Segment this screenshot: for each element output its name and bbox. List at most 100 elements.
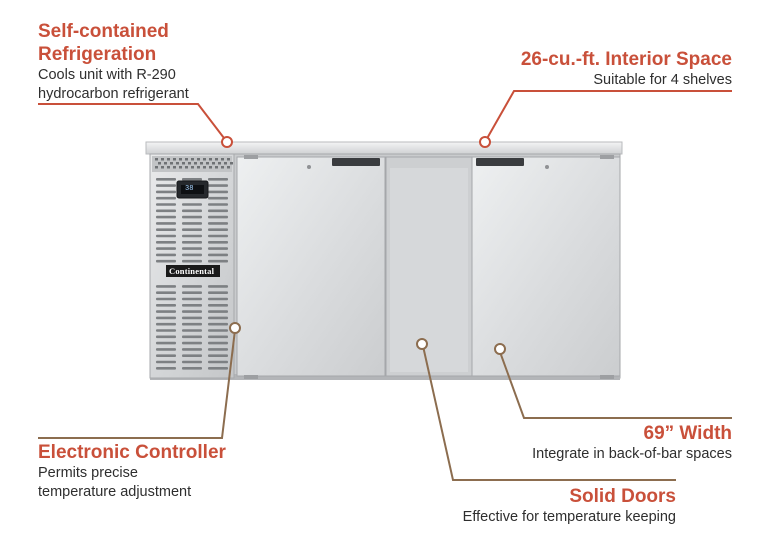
louver-slot — [182, 222, 202, 225]
louver-slot — [156, 335, 176, 339]
brand-logo: Continental — [169, 266, 215, 276]
vent-hole — [221, 158, 224, 161]
vent-hole — [191, 158, 194, 161]
louver-slot — [208, 253, 228, 257]
right-door — [471, 155, 621, 379]
louver-slot — [156, 196, 176, 200]
vent-hole — [188, 162, 191, 165]
louver-slot — [208, 304, 228, 307]
louver-slot — [208, 259, 228, 263]
callout-marker-doors — [416, 338, 428, 350]
louver-slot — [182, 291, 202, 294]
callout-controller: Electronic Controller Permits precise te… — [38, 441, 226, 502]
louver-slot — [208, 316, 228, 320]
vent-hole — [176, 162, 179, 165]
louver-slot — [156, 209, 176, 213]
vent-hole — [209, 158, 212, 161]
vent-hole — [215, 158, 218, 161]
louver-slot — [208, 354, 228, 357]
leader-line-width — [499, 351, 732, 419]
louver-slot — [208, 310, 228, 313]
louver-slot — [156, 316, 176, 320]
vent-hole — [161, 166, 164, 169]
leader-line-interior — [484, 90, 732, 143]
callout-controller-desc-line2: temperature adjustment — [38, 484, 192, 500]
leader-line-controller — [38, 329, 236, 439]
louver-slot — [208, 241, 228, 244]
vent-hole — [206, 162, 209, 165]
louver-slot — [208, 203, 228, 206]
callout-interior-desc: Suitable for 4 shelves — [593, 72, 732, 88]
louver-slot — [182, 234, 202, 238]
callout-doors: Solid Doors Effective for temperature ke… — [463, 485, 676, 527]
vent-hole — [164, 162, 167, 165]
louver-slot — [156, 322, 176, 326]
controller-display — [176, 180, 209, 199]
louver-slot — [208, 360, 228, 364]
vent-hole — [224, 162, 227, 165]
vent-hole — [161, 158, 164, 161]
callout-refrigeration-title-line1: Self-contained — [38, 21, 169, 42]
louver-slot — [156, 259, 176, 263]
vent-hole — [197, 158, 200, 161]
louver-slot — [156, 360, 176, 364]
louver-slot — [208, 190, 228, 194]
louver-slot — [156, 367, 176, 370]
louver-slot — [156, 291, 176, 294]
louver-slot — [182, 360, 202, 364]
louver-slot — [208, 234, 228, 238]
louver-slot — [208, 228, 228, 231]
louver-slot — [182, 178, 202, 181]
callout-doors-desc: Effective for temperature keeping — [462, 509, 676, 525]
louver-slot — [182, 322, 202, 326]
louver-slot — [208, 348, 228, 351]
vent-hole — [197, 166, 200, 169]
louver-slot — [208, 367, 228, 370]
louver-slot — [156, 228, 176, 231]
top-vent-grid — [155, 158, 233, 169]
vent-hole — [179, 166, 182, 169]
louver-slot — [208, 184, 228, 187]
vent-hole — [167, 166, 170, 169]
louver-slot — [208, 247, 228, 250]
louver-slot — [156, 297, 176, 301]
vent-hole — [158, 162, 161, 165]
vent-hole — [194, 162, 197, 165]
louver-slot — [156, 184, 176, 187]
louver-slot — [182, 354, 202, 357]
callout-controller-title: Electronic Controller — [38, 442, 226, 463]
vent-hole — [185, 158, 188, 161]
louver-slot — [208, 178, 228, 181]
louver-slot — [208, 335, 228, 339]
louver-slot — [182, 253, 202, 257]
louver-slot — [182, 209, 202, 213]
louver-slot — [156, 178, 176, 181]
vent-hole — [203, 158, 206, 161]
callout-marker-width — [494, 343, 506, 355]
callout-interior: 26-cu.-ft. Interior Space Suitable for 4… — [521, 48, 732, 90]
louver-slot — [156, 285, 176, 288]
louver-slot — [156, 241, 176, 244]
louver-slot — [208, 341, 228, 345]
callout-width: 69” Width Integrate in back-of-bar space… — [532, 422, 732, 464]
vent-hole — [215, 166, 218, 169]
louver-slot — [182, 316, 202, 320]
louver-slot — [208, 209, 228, 213]
callout-refrigeration-title-line2: Refrigeration — [38, 44, 157, 65]
vent-hole — [227, 166, 230, 169]
vent-hole — [167, 158, 170, 161]
louver-slot — [208, 215, 228, 219]
louver-slot — [182, 348, 202, 351]
louver-slot — [156, 234, 176, 238]
vent-hole — [182, 162, 185, 165]
callout-interior-title: 26-cu.-ft. Interior Space — [520, 49, 732, 70]
vent-hole — [209, 166, 212, 169]
louver-slot — [182, 304, 202, 307]
louver-slot — [156, 354, 176, 357]
louver-slot — [182, 259, 202, 263]
vent-hole — [200, 162, 203, 165]
vent-hole — [185, 166, 188, 169]
louver-slot — [208, 322, 228, 326]
louver-slot — [182, 310, 202, 313]
louver-slot — [208, 222, 228, 225]
